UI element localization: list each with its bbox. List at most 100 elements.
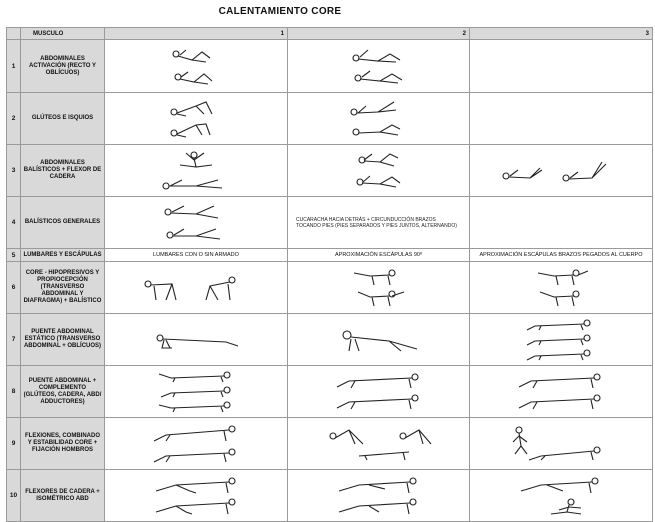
row-number: 2 xyxy=(6,92,21,145)
exercise-illustration xyxy=(469,144,653,197)
figure-plank-variation-illustration xyxy=(526,318,591,330)
figure-bird-dog-illustration xyxy=(353,269,396,286)
figure-push-up-illustration xyxy=(153,448,236,463)
header-musculo: MUSCULO xyxy=(20,27,105,40)
row-number: 8 xyxy=(6,365,21,418)
exercise-illustration xyxy=(287,469,470,522)
exercise-illustration xyxy=(104,469,288,522)
header-col-3: 3 xyxy=(469,27,653,40)
figure-push-up-illustration xyxy=(153,425,236,442)
muscle-label: PUENTE ABDOMINAL + COMPLEMENTO (GLÚTEOS,… xyxy=(20,365,105,418)
muscle-label: GLÚTEOS E ISQUIOS xyxy=(20,92,105,145)
row-number: 7 xyxy=(6,313,21,366)
figure-knee-to-elbow-illustration xyxy=(338,477,417,494)
figure-leg-raise-illustration xyxy=(349,101,396,116)
figure-lunge-twist-illustration xyxy=(520,477,599,494)
figure-side-plank-leg-illustration xyxy=(336,394,419,410)
muscle-label: ABDOMINALES BALÍSTICOS + FLEXOR DE CADER… xyxy=(20,144,105,197)
muscle-label: FLEXIONES, COMBINADO Y ESTABILIDAD CORE … xyxy=(20,417,105,470)
figure-oblique-crunch-illustration xyxy=(353,70,402,84)
muscle-label: FLEXORES DE CADERA + ISOMÉTRICO ABD xyxy=(20,469,105,522)
table-row: 1 ABDOMINALES ACTIVACIÓN (RECTO Y OBLÍCU… xyxy=(6,39,653,93)
table-row: 2 GLÚTEOS E ISQUIOS xyxy=(6,92,653,145)
row-number: 6 xyxy=(6,261,21,314)
figure-ballistic-abs-illustration xyxy=(162,179,223,190)
exercise-illustration xyxy=(469,417,653,470)
page-title: CALENTAMIENTO CORE xyxy=(218,6,342,17)
figure-combined-push-illustration xyxy=(328,428,431,460)
exercise-illustration xyxy=(104,261,288,314)
table-header-row: MUSCULO 1 2 3 xyxy=(6,27,653,40)
row-number: 4 xyxy=(6,196,21,249)
exercise-description: APROXIMACIÓN ESCÁPULAS BRAZOS PEGADOS AL… xyxy=(469,248,653,262)
exercise-illustration xyxy=(104,39,288,93)
exercise-illustration xyxy=(104,196,288,249)
row-number: 10 xyxy=(6,469,21,522)
exercise-illustration xyxy=(287,92,470,145)
exercise-illustration xyxy=(469,313,653,366)
muscle-label: LUMBARES Y ESCÁPULAS xyxy=(20,248,105,262)
muscle-label: CORE - HIPOPRESIVOS Y PROPIOCEPCIÓN (TRA… xyxy=(20,261,105,314)
exercise-illustration xyxy=(287,39,470,93)
figure-bird-dog-illustration xyxy=(539,290,580,307)
figure-plank-variation-illustration xyxy=(526,348,591,360)
table-row: 9 FLEXIONES, COMBINADO Y ESTABILIDAD COR… xyxy=(6,417,653,470)
muscle-label: BALÍSTICOS GENERALES xyxy=(20,196,105,249)
figure-oblique-crunch-illustration xyxy=(351,49,400,63)
exercise-illustration-empty xyxy=(469,92,653,145)
muscle-label: ABDOMINALES ACTIVACIÓN (RECTO Y OBLÍCUOS… xyxy=(20,39,105,93)
exercise-description: APROXIMACIÓN ESCÁPULAS 90º xyxy=(287,248,470,262)
exercise-illustration xyxy=(104,417,288,470)
row-number: 9 xyxy=(6,417,21,470)
figure-ballistic-abs-illustration xyxy=(179,151,213,168)
figure-stability-illustration xyxy=(512,425,601,461)
exercise-illustration xyxy=(287,365,470,418)
exercise-illustration xyxy=(287,313,470,366)
exercise-description: CUCARACHA HACIA DETRÁS + CIRCUNDUCCIÓN B… xyxy=(287,196,470,249)
exercise-illustration xyxy=(469,469,653,522)
figure-plank-variation-illustration xyxy=(526,333,591,345)
table-row: 3 ABDOMINALES BALÍSTICOS + FLEXOR DE CAD… xyxy=(6,144,653,197)
exercise-illustration xyxy=(469,365,653,418)
header-num xyxy=(6,27,21,40)
exercise-illustration xyxy=(287,144,470,197)
figure-glute-bridge-illustration xyxy=(170,101,213,117)
row-number: 5 xyxy=(6,248,21,262)
figure-plank-leg-lift-illustration xyxy=(158,370,231,382)
figure-crunch-illustration xyxy=(172,49,211,63)
header-col-1: 1 xyxy=(104,27,288,40)
row-number: 3 xyxy=(6,144,21,197)
figure-bird-dog-illustration xyxy=(357,290,404,307)
exercise-illustration-empty xyxy=(469,39,653,93)
figure-plank-leg-lift-illustration xyxy=(158,400,231,412)
exercise-illustration xyxy=(104,144,288,197)
table-row: 5 LUMBARES Y ESCÁPULAS LUMBARES CON O SI… xyxy=(6,248,653,262)
figure-bird-dog-illustration xyxy=(537,269,589,286)
figure-side-plank-illustration xyxy=(341,329,417,351)
figure-lunge-twist-illustration xyxy=(550,498,582,515)
row-number: 1 xyxy=(6,39,21,93)
table-row: 10 FLEXORES DE CADERA + ISOMÉTRICO ABD xyxy=(6,469,653,522)
muscle-label: PUENTE ABDOMINAL ESTÁTICO (TRANSVERSO AB… xyxy=(20,313,105,366)
figure-hip-flexor-illustration xyxy=(355,175,400,188)
figure-side-plank-leg-illustration xyxy=(336,373,419,389)
figure-mountain-climber-illustration xyxy=(155,477,236,494)
figure-glute-bridge-illustration xyxy=(170,123,211,138)
exercise-illustration xyxy=(287,261,470,314)
exercise-illustration xyxy=(287,417,470,470)
figure-leg-raise-illustration xyxy=(351,124,400,136)
figure-plank-leg-lift-illustration xyxy=(160,385,231,398)
figure-hip-flexor-illustration xyxy=(357,153,398,167)
table-row: 8 PUENTE ABDOMINAL + COMPLEMENTO (GLÚTEO… xyxy=(6,365,653,418)
figure-plank-abduction-illustration xyxy=(518,373,601,389)
exercise-description: LUMBARES CON O SIN ARMADO xyxy=(104,248,288,262)
figure-general-ballistic-illustration xyxy=(164,205,219,219)
exercise-illustration xyxy=(104,92,288,145)
figure-plank-abduction-illustration xyxy=(518,394,601,410)
figure-crunch-illustration xyxy=(174,71,213,85)
exercise-illustration-empty xyxy=(469,196,653,249)
table-row: 6 CORE - HIPOPRESIVOS Y PROPIOCEPCIÓN (T… xyxy=(6,261,653,314)
header-col-2: 2 xyxy=(287,27,470,40)
figure-plank-illustration xyxy=(156,333,239,349)
figure-knee-to-elbow-illustration xyxy=(338,498,417,515)
